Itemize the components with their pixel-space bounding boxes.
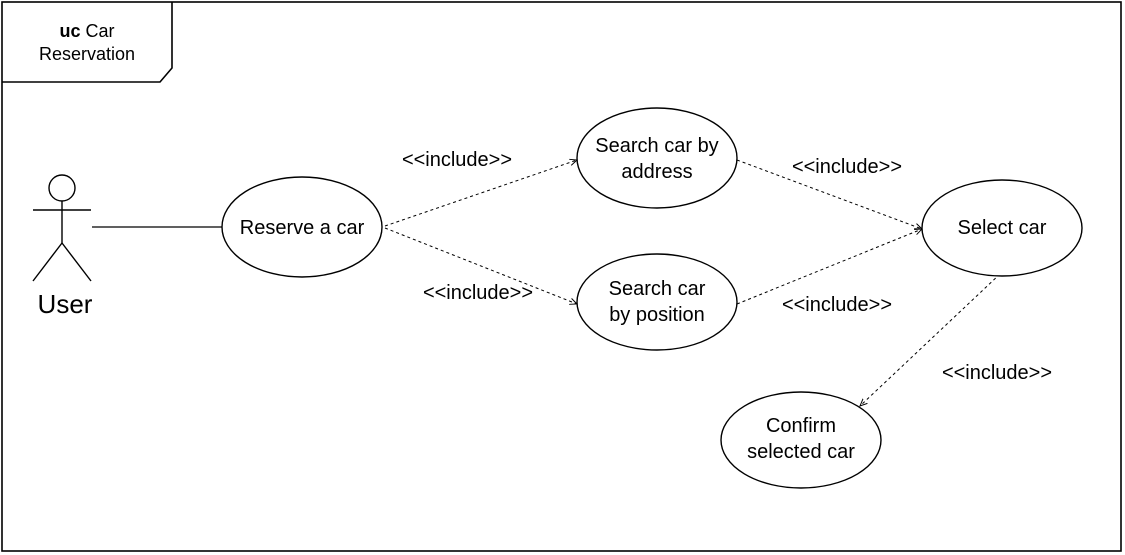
use-case-label: Reserve a car <box>240 217 365 239</box>
include-arrow-reserve-to-position <box>384 227 577 304</box>
use-case-ellipse <box>921 179 1083 277</box>
frame-keyword: uc <box>59 21 80 41</box>
use-case-search-car-by-position[interactable]: Search car by position <box>576 253 738 351</box>
use-case-ellipse <box>576 107 738 209</box>
use-case-label-line2: address <box>621 161 692 183</box>
actor-left-leg <box>32 242 63 282</box>
use-case-label: Select car <box>958 217 1047 239</box>
frame-title-tab <box>2 2 173 83</box>
actor-right-leg <box>61 242 92 282</box>
use-case-ellipse <box>576 253 738 351</box>
use-case-reserve-a-car[interactable]: Reserve a car <box>221 176 383 278</box>
user-actor[interactable]: User <box>32 174 93 319</box>
use-case-label-line1: Search car by <box>595 135 718 157</box>
include-arrow-position-to-select <box>736 229 922 305</box>
use-case-label-line1: Confirm <box>766 415 836 437</box>
use-case-select-car[interactable]: Select car <box>921 179 1083 277</box>
use-case-ellipse <box>221 176 383 278</box>
include-label-3: <<include>> <box>792 156 902 178</box>
frame-title-line2: Reservation <box>39 44 135 64</box>
use-case-ellipse <box>720 391 882 489</box>
use-case-label-line1: Search car <box>609 278 706 300</box>
include-arrow-select-to-confirm <box>860 273 1001 406</box>
include-label-5: <<include>> <box>942 362 1052 384</box>
actor-head <box>48 174 76 202</box>
include-arrow-address-to-select <box>736 159 922 229</box>
frame-title: uc Car <box>59 21 114 41</box>
use-case-confirm-selected-car[interactable]: Confirm selected car <box>720 391 882 489</box>
use-case-label-line2: by position <box>609 304 705 326</box>
use-case-search-car-by-address[interactable]: Search car by address <box>576 107 738 209</box>
include-arrow-reserve-to-address <box>384 160 577 227</box>
use-case-label-line2: selected car <box>747 441 855 463</box>
include-label-1: <<include>> <box>402 149 512 171</box>
frame-title-line1: Car <box>86 21 115 41</box>
include-label-2: <<include>> <box>423 282 533 304</box>
include-label-4: <<include>> <box>782 294 892 316</box>
actor-label: User <box>38 289 93 319</box>
